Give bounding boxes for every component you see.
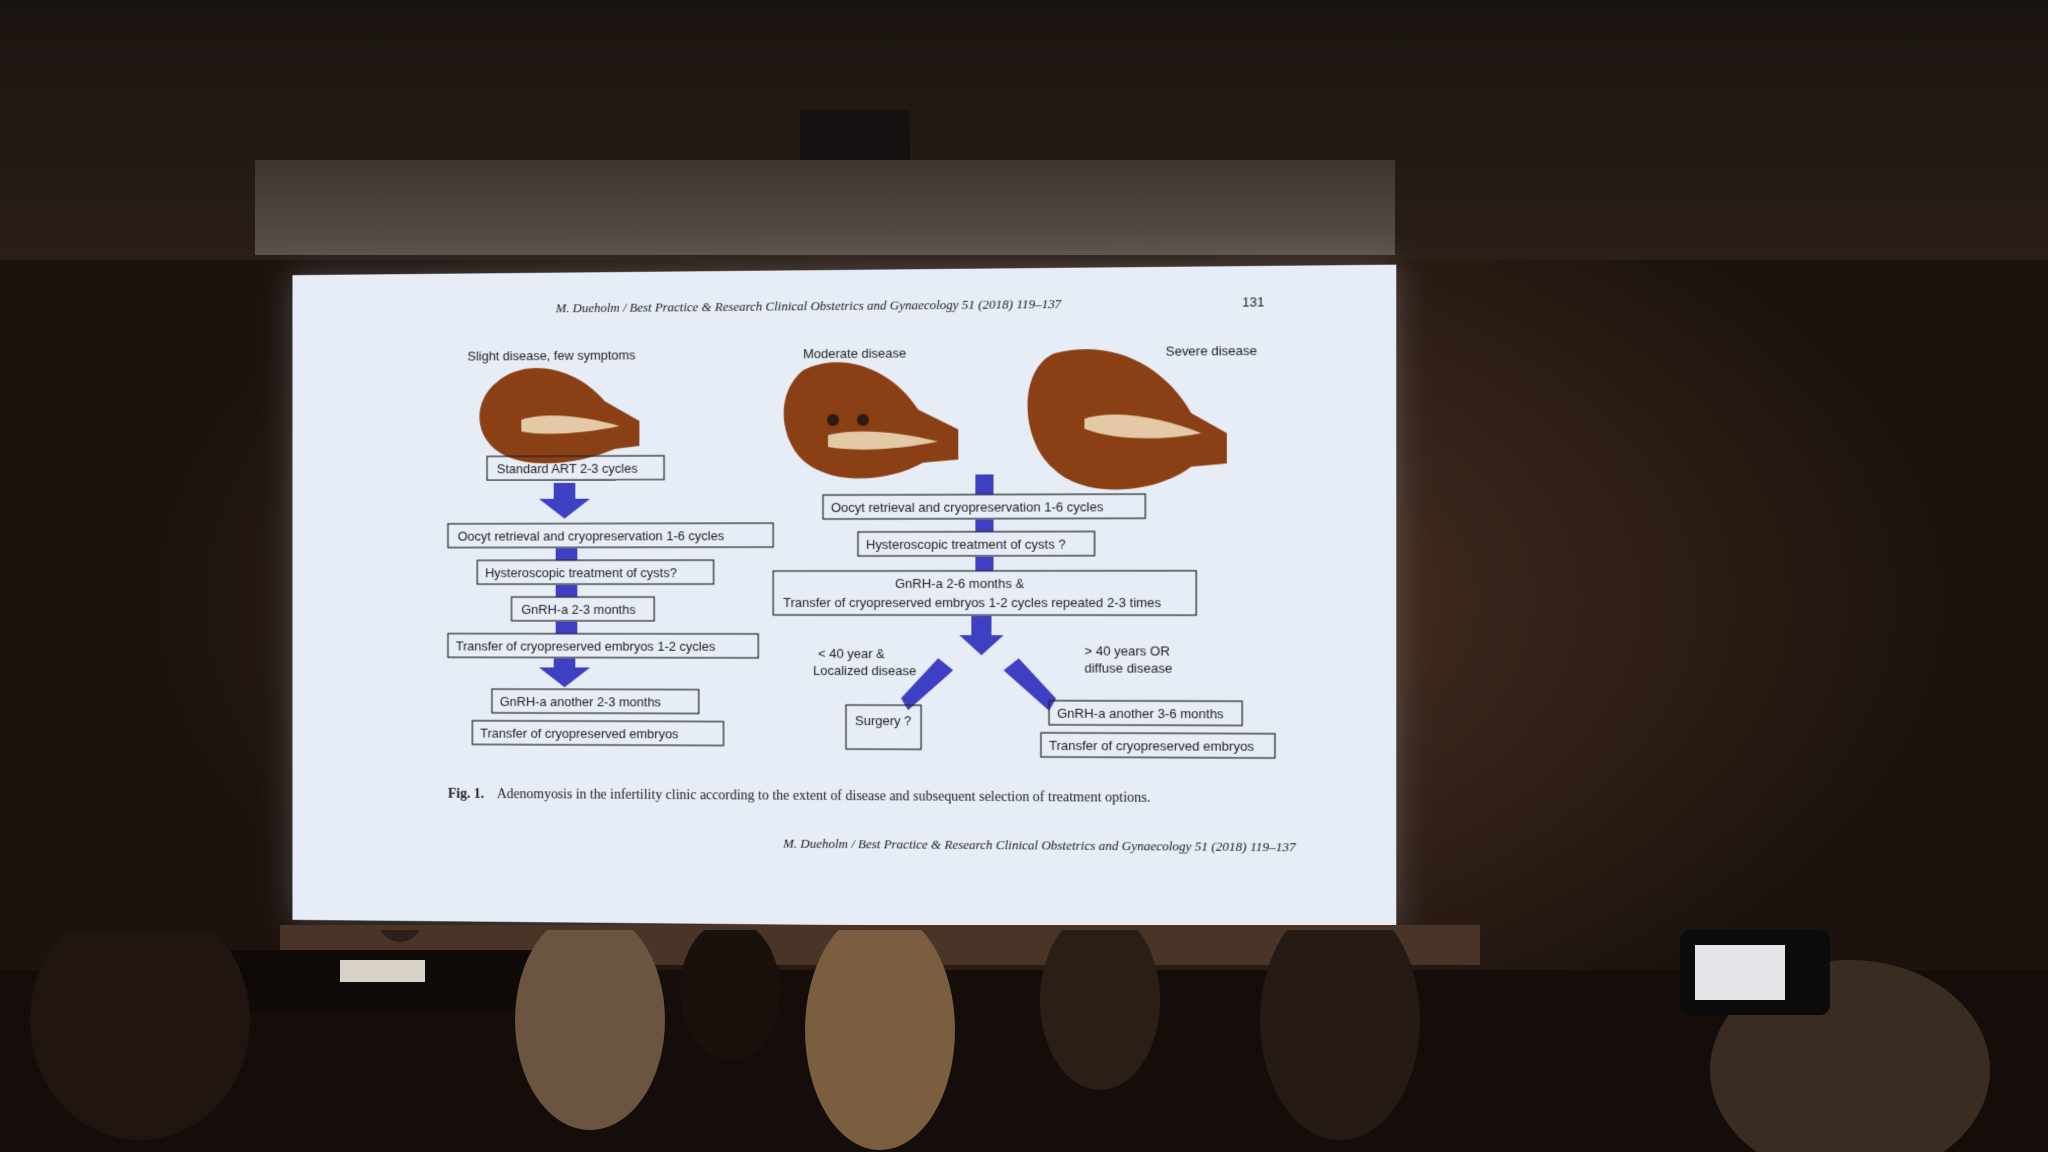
step-gnrh-2-3: GnRH-a 2-3 months	[521, 602, 635, 617]
audience-head	[805, 930, 955, 1150]
uterus-moderate-illustration	[783, 361, 959, 479]
step-gnrh-another-3-6: GnRH-a another 3-6 months	[1057, 706, 1224, 722]
step-transfer-final-severe: Transfer of cryopreserved embryos	[1049, 738, 1254, 754]
audience-head	[1040, 930, 1160, 1090]
branch-arrow-left	[901, 658, 954, 711]
branch-right-condition: > 40 years OR	[1084, 643, 1169, 658]
branch-arrow-right	[1003, 658, 1057, 711]
audience-silhouettes	[0, 930, 2048, 1152]
phone-screen	[1695, 945, 1785, 1000]
step-hysteroscopic-severe: Hysteroscopic treatment of cysts ?	[866, 536, 1066, 551]
page-number: 131	[1242, 294, 1264, 310]
header-citation: M. Dueholm / Best Practice & Research Cl…	[555, 297, 1062, 315]
slight-flowchart: Standard ART 2-3 cycles Oocyt retrieval …	[448, 455, 773, 745]
step-transfer-repeated: Transfer of cryopreserved embryos 1-2 cy…	[783, 595, 1161, 610]
figure-caption-label: Fig. 1.	[448, 787, 484, 802]
panelist-head	[380, 930, 420, 942]
name-card	[340, 960, 425, 982]
severe-flowchart: Oocyt retrieval and cryopreservation 1-6…	[773, 474, 1275, 758]
step-standard-art: Standard ART 2-3 cycles	[497, 461, 638, 477]
projection-screen: M. Dueholm / Best Practice & Research Cl…	[292, 264, 1397, 931]
outcome-surgery: Surgery ?	[855, 713, 911, 728]
uterus-slight-illustration	[479, 367, 640, 464]
severe-disease-title: Severe disease	[1166, 343, 1257, 359]
step-transfer-final: Transfer of cryopreserved embryos	[480, 726, 678, 742]
branch-left-condition-2: Localized disease	[813, 663, 916, 678]
down-arrow	[538, 658, 591, 688]
footer-citation: M. Dueholm / Best Practice & Research Cl…	[782, 837, 1296, 855]
slide-figure: M. Dueholm / Best Practice & Research Cl…	[292, 294, 1296, 855]
down-arrow	[538, 482, 591, 519]
figure-caption: Adenomyosis in the infertility clinic ac…	[497, 787, 1151, 806]
audience-head	[30, 930, 250, 1140]
step-transfer-1-2: Transfer of cryopreserved embryos 1-2 cy…	[456, 638, 716, 653]
step-gnrh-2-6: GnRH-a 2-6 months &	[895, 576, 1025, 591]
step-oocyt-retrieval: Oocyt retrieval and cryopreservation 1-6…	[458, 528, 724, 544]
branch-left-condition: < 40 year &	[818, 646, 885, 661]
step-gnrh-another-2-3: GnRH-a another 2-3 months	[500, 694, 661, 710]
branch-right-condition-2: diffuse disease	[1084, 660, 1172, 675]
slight-disease-title: Slight disease, few symptoms	[467, 347, 635, 363]
audience-head	[1260, 930, 1420, 1140]
uterus-severe-illustration	[1027, 348, 1227, 490]
projector-beam-housing	[255, 160, 1395, 255]
step-hysteroscopic: Hysteroscopic treatment of cysts?	[485, 565, 677, 580]
down-arrow	[959, 616, 1004, 656]
step-oocyt-retrieval-severe: Oocyt retrieval and cryopreservation 1-6…	[831, 499, 1103, 515]
audience-head	[515, 930, 665, 1130]
moderate-disease-title: Moderate disease	[803, 345, 906, 361]
audience-head	[680, 930, 780, 1060]
